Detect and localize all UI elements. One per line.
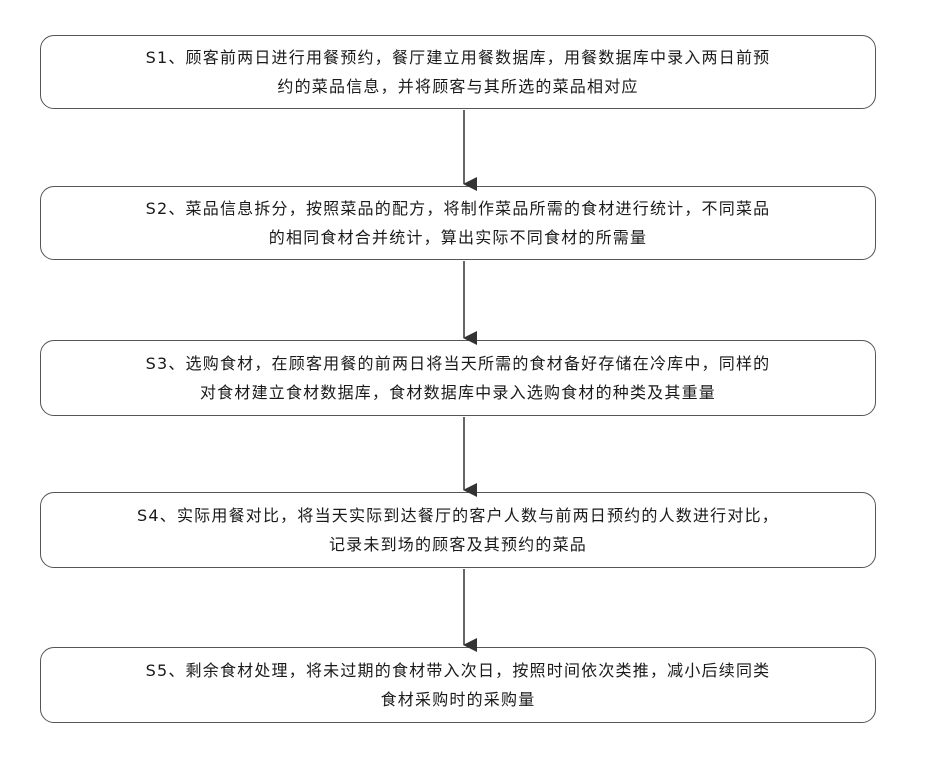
step-s4-line-2: 记录未到场的顾客及其预约的菜品 [329, 530, 587, 559]
step-s1-line-2: 约的菜品信息，并将顾客与其所选的菜品相对应 [277, 72, 638, 101]
step-s5-line-1: S5、剩余食材处理，将未过期的食材带入次日，按照时间依次类推，减小后续同类 [146, 656, 771, 685]
step-s1-line-1: S1、顾客前两日进行用餐预约，餐厅建立用餐数据库，用餐数据库中录入两日前预 [146, 43, 771, 72]
step-s2-line-2: 的相同食材合并统计，算出实际不同食材的所需量 [269, 223, 647, 252]
step-s3-line-2: 对食材建立食材数据库，食材数据库中录入选购食材的种类及其重量 [200, 378, 716, 407]
step-s4-line-1: S4、实际用餐对比，将当天实际到达餐厅的客户人数与前两日预约的人数进行对比， [137, 501, 779, 530]
step-s2-line-1: S2、菜品信息拆分，按照菜品的配方，将制作菜品所需的食材进行统计，不同菜品 [146, 194, 771, 223]
step-box-s1: S1、顾客前两日进行用餐预约，餐厅建立用餐数据库，用餐数据库中录入两日前预 约的… [40, 35, 876, 109]
step-s5-line-2: 食材采购时的采购量 [381, 685, 536, 714]
step-box-s4: S4、实际用餐对比，将当天实际到达餐厅的客户人数与前两日预约的人数进行对比， 记… [40, 492, 876, 568]
step-s3-line-1: S3、选购食材，在顾客用餐的前两日将当天所需的食材备好存储在冷库中，同样的 [146, 349, 771, 378]
step-box-s3: S3、选购食材，在顾客用餐的前两日将当天所需的食材备好存储在冷库中，同样的 对食… [40, 340, 876, 416]
step-box-s2: S2、菜品信息拆分，按照菜品的配方，将制作菜品所需的食材进行统计，不同菜品 的相… [40, 186, 876, 260]
step-box-s5: S5、剩余食材处理，将未过期的食材带入次日，按照时间依次类推，减小后续同类 食材… [40, 647, 876, 723]
